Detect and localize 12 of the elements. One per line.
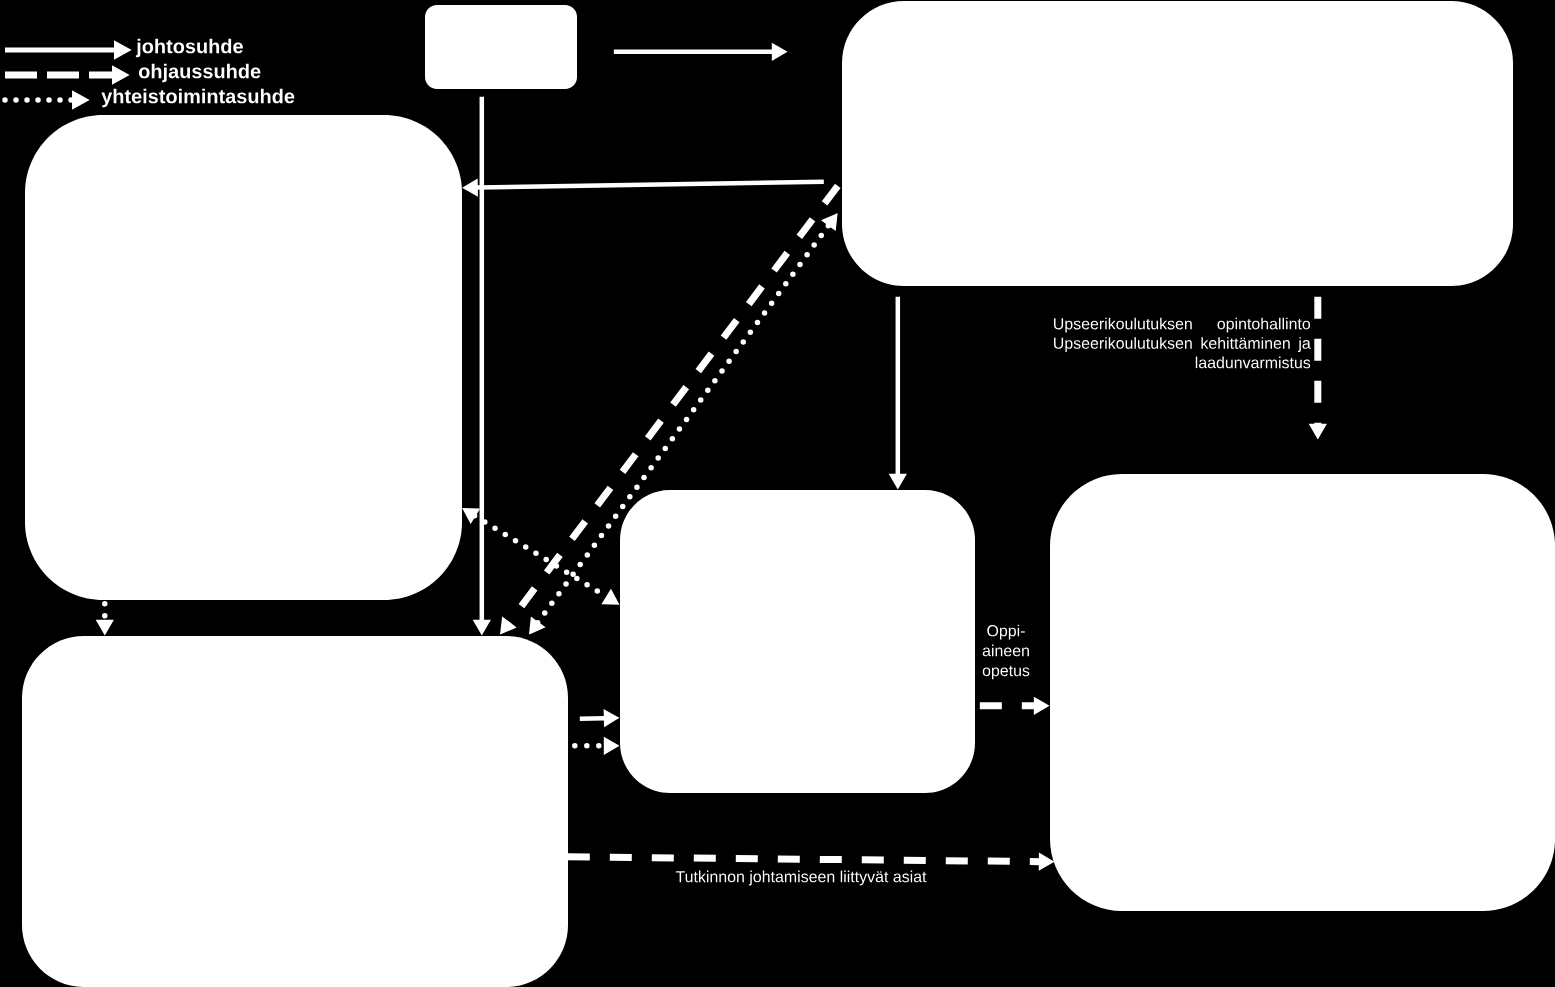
rounded-box [22,636,568,987]
legend-label: yhteistoimintasuhde [101,88,295,108]
rounded-box [620,490,975,793]
rounded-box [425,5,577,89]
edge-label: Tutkinnon johtamiseen liittyvät asiat [675,870,927,886]
legend-label: johtosuhde [135,38,243,58]
legend-label: ohjaussuhde [139,63,261,83]
edge-label: Upseerikoulutuksen opintohallinto Upseerikoulutuksen kehittäminen ja laadunvarmistus [1052,317,1311,369]
rounded-box [842,1,1514,286]
rounded-box [25,115,462,600]
rounded-box [1050,474,1555,911]
edge-label: Oppi- aineen opetus [976,624,1036,680]
